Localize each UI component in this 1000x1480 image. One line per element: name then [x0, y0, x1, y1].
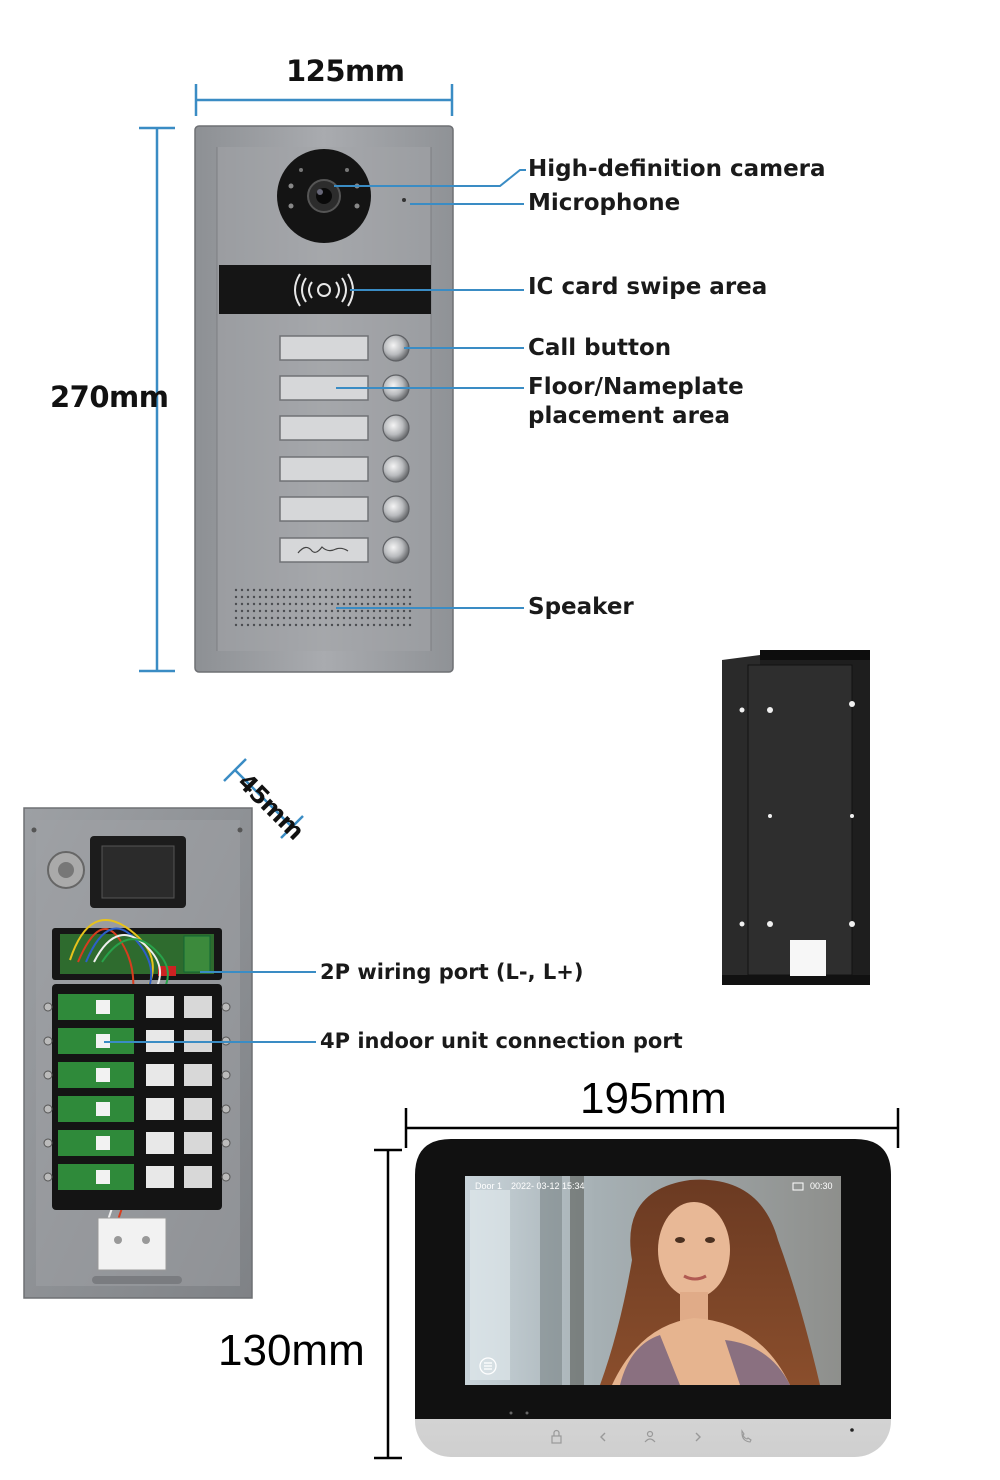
callout-lines-front — [334, 169, 526, 609]
mounting-back-box — [722, 650, 870, 985]
chevron-right-icon — [695, 1432, 701, 1442]
dimension-width-label: 125mm — [286, 54, 405, 88]
callout-camera: High-definition camera — [528, 156, 826, 182]
rfid-icon — [294, 273, 354, 307]
callout-ic-card: IC card swipe area — [528, 274, 768, 300]
outdoor-panel-back — [23, 807, 253, 1299]
screen-person-image — [600, 1179, 820, 1385]
chevron-left-icon — [600, 1432, 606, 1442]
dimension-monitor-width-label: 195mm — [580, 1074, 727, 1123]
callout-speaker: Speaker — [528, 594, 634, 620]
callout-lines-back — [104, 971, 316, 1043]
dimension-height-line — [139, 126, 175, 673]
dimension-monitor-height-label: 130mm — [218, 1326, 365, 1375]
dimension-height-label: 270mm — [50, 380, 169, 414]
lock-icon — [551, 1429, 562, 1444]
callout-wiring-port: 2P wiring port (L-, L+) — [320, 960, 584, 984]
speaker-grill — [234, 588, 412, 627]
dimension-width-line — [194, 84, 454, 116]
dimension-monitor-width-line — [404, 1108, 900, 1148]
screen-door-label: Door 1 — [475, 1181, 503, 1191]
nameplate-column — [279, 335, 369, 563]
dimension-monitor-height-line — [374, 1148, 402, 1460]
call-button-column — [382, 334, 410, 564]
phone-icon — [741, 1429, 752, 1443]
camera-module — [277, 149, 371, 243]
callout-nameplate-line1: Floor/Nameplate — [528, 374, 744, 400]
screen-timer: 00:30 — [810, 1181, 833, 1191]
callout-nameplate-line2: placement area — [528, 403, 731, 429]
menu-icon — [479, 1357, 497, 1375]
callout-indoor-port: 4P indoor unit connection port — [320, 1029, 683, 1053]
dimension-depth-line — [223, 758, 304, 839]
outdoor-panel-front — [194, 125, 454, 673]
callout-microphone: Microphone — [528, 190, 681, 216]
camera-rec-icon — [792, 1182, 804, 1191]
screen-datetime: 2022- 03-12 15:34 — [511, 1181, 585, 1191]
microphone-hole — [402, 198, 406, 202]
callout-call-button: Call button — [528, 335, 672, 361]
person-icon — [644, 1430, 656, 1443]
indoor-monitor — [415, 1139, 891, 1457]
